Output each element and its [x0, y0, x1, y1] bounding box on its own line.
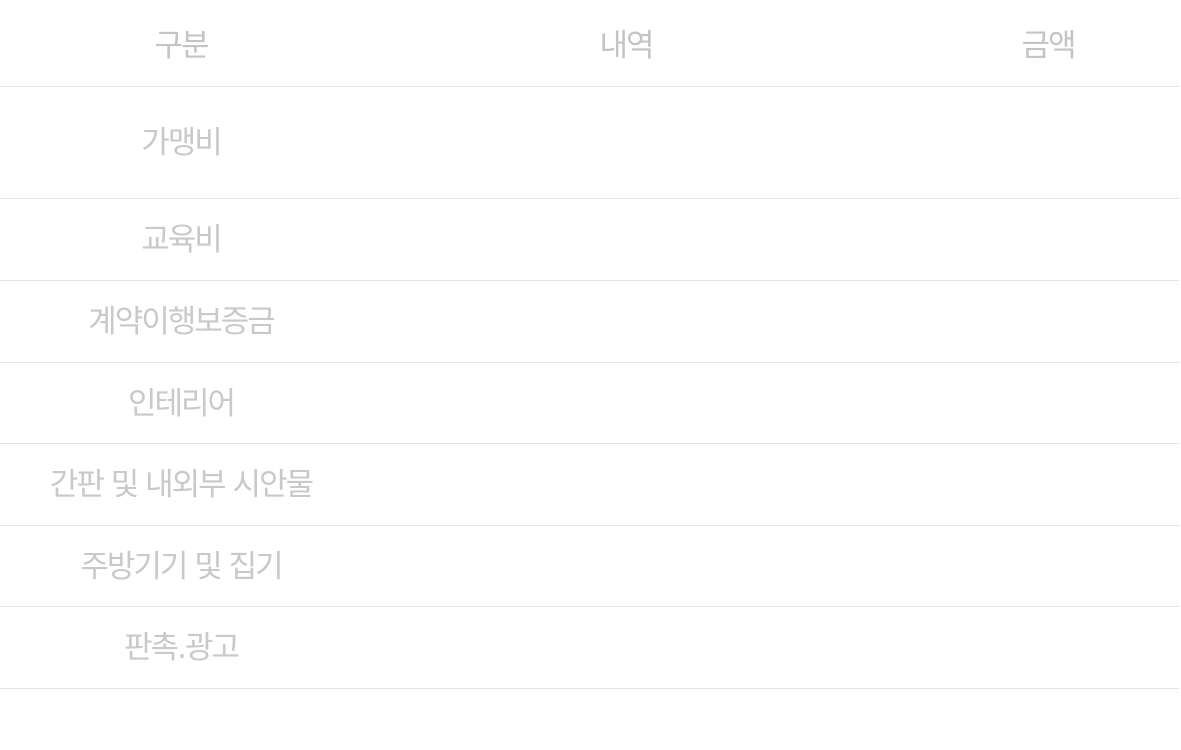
header-amount: 금액: [1021, 28, 1076, 64]
row-amount: [890, 363, 1181, 443]
header-detail: 내역: [599, 28, 654, 64]
row-detail: [362, 363, 890, 443]
row-category: 간판 및 내외부 시안물: [49, 467, 314, 503]
table-row: 교육비: [0, 199, 1179, 281]
table-row: 계약이행보증금: [0, 281, 1179, 363]
row-category: 주방기기 및 집기: [80, 548, 283, 585]
table-header-row: 구분 내역 금액: [0, 0, 1179, 87]
row-amount: [890, 526, 1181, 606]
row-detail: [362, 87, 890, 198]
row-category: 가맹비: [141, 124, 223, 161]
row-category: 계약이행보증금: [88, 304, 276, 340]
row-detail: [362, 607, 890, 688]
table-row: 가맹비: [0, 87, 1179, 199]
row-amount: [890, 607, 1181, 688]
row-detail: [362, 281, 890, 362]
row-detail: [362, 526, 890, 606]
table-row: 간판 및 내외부 시안물: [0, 444, 1179, 526]
row-category: 교육비: [141, 222, 223, 258]
row-amount: [890, 87, 1181, 198]
row-detail: [362, 199, 890, 280]
table-row: 판촉.광고: [0, 607, 1179, 689]
row-category: 인테리어: [127, 385, 236, 422]
row-amount: [890, 199, 1181, 280]
table-row: 인테리어: [0, 363, 1179, 444]
header-category: 구분: [154, 28, 209, 64]
row-amount: [890, 444, 1181, 525]
row-category: 판촉.광고: [124, 630, 240, 666]
row-detail: [362, 444, 890, 525]
row-amount: [890, 281, 1181, 362]
table-row: 주방기기 및 집기: [0, 526, 1179, 607]
